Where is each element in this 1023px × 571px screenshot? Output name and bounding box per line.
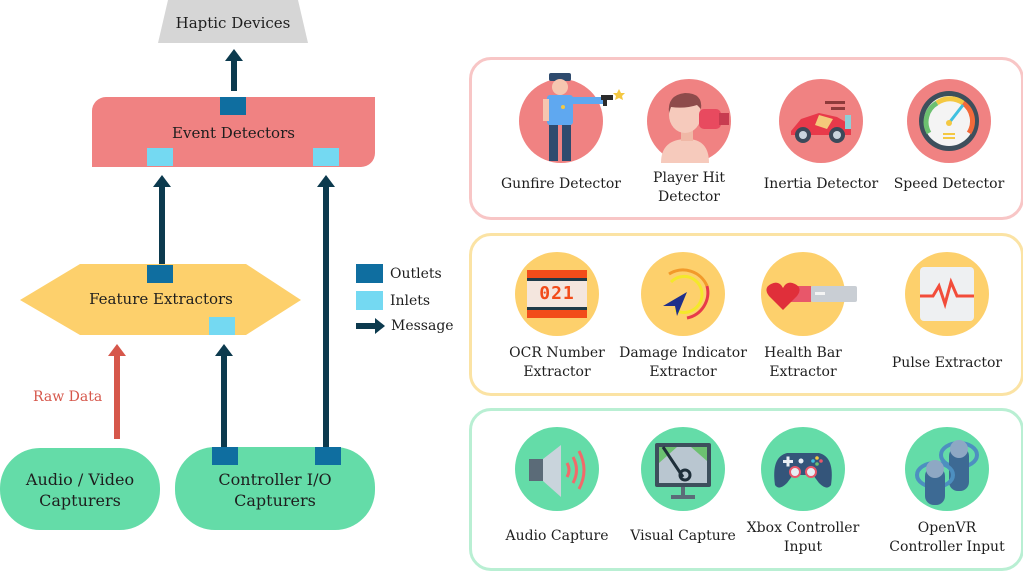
damage-label-line1: Damage Indicator (619, 345, 747, 361)
gamepad-icon (774, 453, 832, 488)
event-detectors-outlet (220, 97, 246, 115)
controller-io-outlet-left (212, 447, 238, 465)
audio-video-capturers-label-line2: Capturers (39, 491, 121, 510)
audio-video-capturers-node (0, 448, 160, 530)
audio-capture-label: Audio Capture (482, 527, 632, 546)
event-detectors-label: Event Detectors (172, 124, 295, 142)
visual-capture-label-line1: Visual Capture (630, 528, 736, 544)
gunfire-label-line1: Gunfire Detector (501, 176, 621, 192)
ocr-label-line2: Extractor (523, 364, 591, 380)
ocr-label: OCR Number Extractor (482, 344, 632, 382)
health-label-line2: Extractor (769, 364, 837, 380)
inlet-square-icon (356, 291, 383, 310)
message-arrow-features-to-events (153, 175, 171, 265)
monitor-icon (655, 443, 711, 499)
speed-label: Speed Detector (874, 175, 1023, 194)
damage-label: Damage Indicator Extractor (608, 344, 758, 382)
controller-io-capturers-node (175, 447, 375, 530)
raw-data-label: Raw Data (33, 389, 103, 405)
speed-label-line1: Speed Detector (893, 176, 1005, 192)
inertia-label-line1: Inertia Detector (763, 176, 879, 192)
extractors-panel: 021 OCR Number Extractor Damage Indicato… (469, 233, 1023, 396)
openvr-label-line2: Controller Input (889, 539, 1005, 555)
speaker-icon (529, 445, 586, 497)
legend-inlets-label: Inlets (390, 293, 431, 309)
controller-io-capturers-label: Controller I/O Capturers (175, 469, 375, 511)
audio-capture-label-line1: Audio Capture (505, 528, 609, 544)
openvr-label-line1: OpenVR (917, 520, 977, 536)
raw-data-arrow (108, 344, 126, 439)
ocr-digits: 021 (539, 283, 575, 304)
speedometer-icon (919, 91, 979, 151)
player-hit-label-line1: Player Hit (653, 170, 725, 186)
message-arrow-to-haptic (225, 49, 243, 91)
visual-capture-label: Visual Capture (608, 527, 758, 546)
damage-circle (641, 252, 725, 336)
message-arrow-controller-to-events (317, 175, 335, 447)
gunfire-label: Gunfire Detector (486, 175, 636, 194)
capturers-panel: Audio Capture Visual Capture (469, 408, 1023, 571)
player-hit-icon (661, 93, 729, 163)
controller-io-capturers-label-line1: Controller I/O (218, 470, 332, 489)
legend-message-label: Message (391, 318, 454, 334)
feature-extractors-label: Feature Extractors (89, 290, 233, 308)
audio-video-capturers-label: Audio / Video Capturers (0, 469, 160, 511)
ocr-number-icon (527, 270, 587, 318)
damage-label-line2: Extractor (649, 364, 717, 380)
health-label-line1: Health Bar (764, 345, 842, 361)
health-bar-icon (766, 282, 857, 310)
controller-io-capturers-label-line2: Capturers (234, 491, 316, 510)
controller-io-outlet-right (315, 447, 341, 465)
pulse-label-line1: Pulse Extractor (891, 355, 1003, 371)
damage-indicator-icon (663, 268, 710, 320)
event-detectors-inlet-right (313, 148, 339, 166)
ocr-label-line1: OCR Number (509, 345, 605, 361)
player-hit-label: Player Hit Detector (614, 169, 764, 207)
event-detectors-inlet-left (147, 148, 173, 166)
xbox-label-line1: Xbox Controller (746, 520, 860, 536)
inertia-label: Inertia Detector (746, 175, 896, 194)
xbox-label: Xbox Controller Input (728, 519, 878, 557)
legend-outlets-label: Outlets (390, 266, 442, 282)
feature-extractors-outlet (147, 265, 173, 283)
pulse-icon (920, 267, 974, 321)
pulse-label: Pulse Extractor (872, 354, 1022, 373)
outlet-square-icon (356, 264, 383, 283)
message-arrow-icon (356, 318, 385, 334)
xbox-label-line2: Input (783, 539, 823, 555)
player-hit-label-line2: Detector (657, 189, 720, 205)
openvr-label: OpenVR Controller Input (872, 519, 1022, 557)
vr-controller-icon (915, 440, 979, 505)
race-car-icon (791, 101, 851, 143)
feature-extractors-inlet (209, 317, 235, 335)
gunfire-icon (543, 73, 625, 161)
audio-video-capturers-label-line1: Audio / Video (25, 470, 135, 489)
message-arrow-controller-to-features (215, 344, 233, 448)
health-label: Health Bar Extractor (728, 344, 878, 382)
haptic-devices-label: Haptic Devices (175, 14, 291, 32)
detectors-panel: Gunfire Detector Player Hit Detector (469, 57, 1023, 220)
haptic-devices-node (158, 0, 308, 43)
